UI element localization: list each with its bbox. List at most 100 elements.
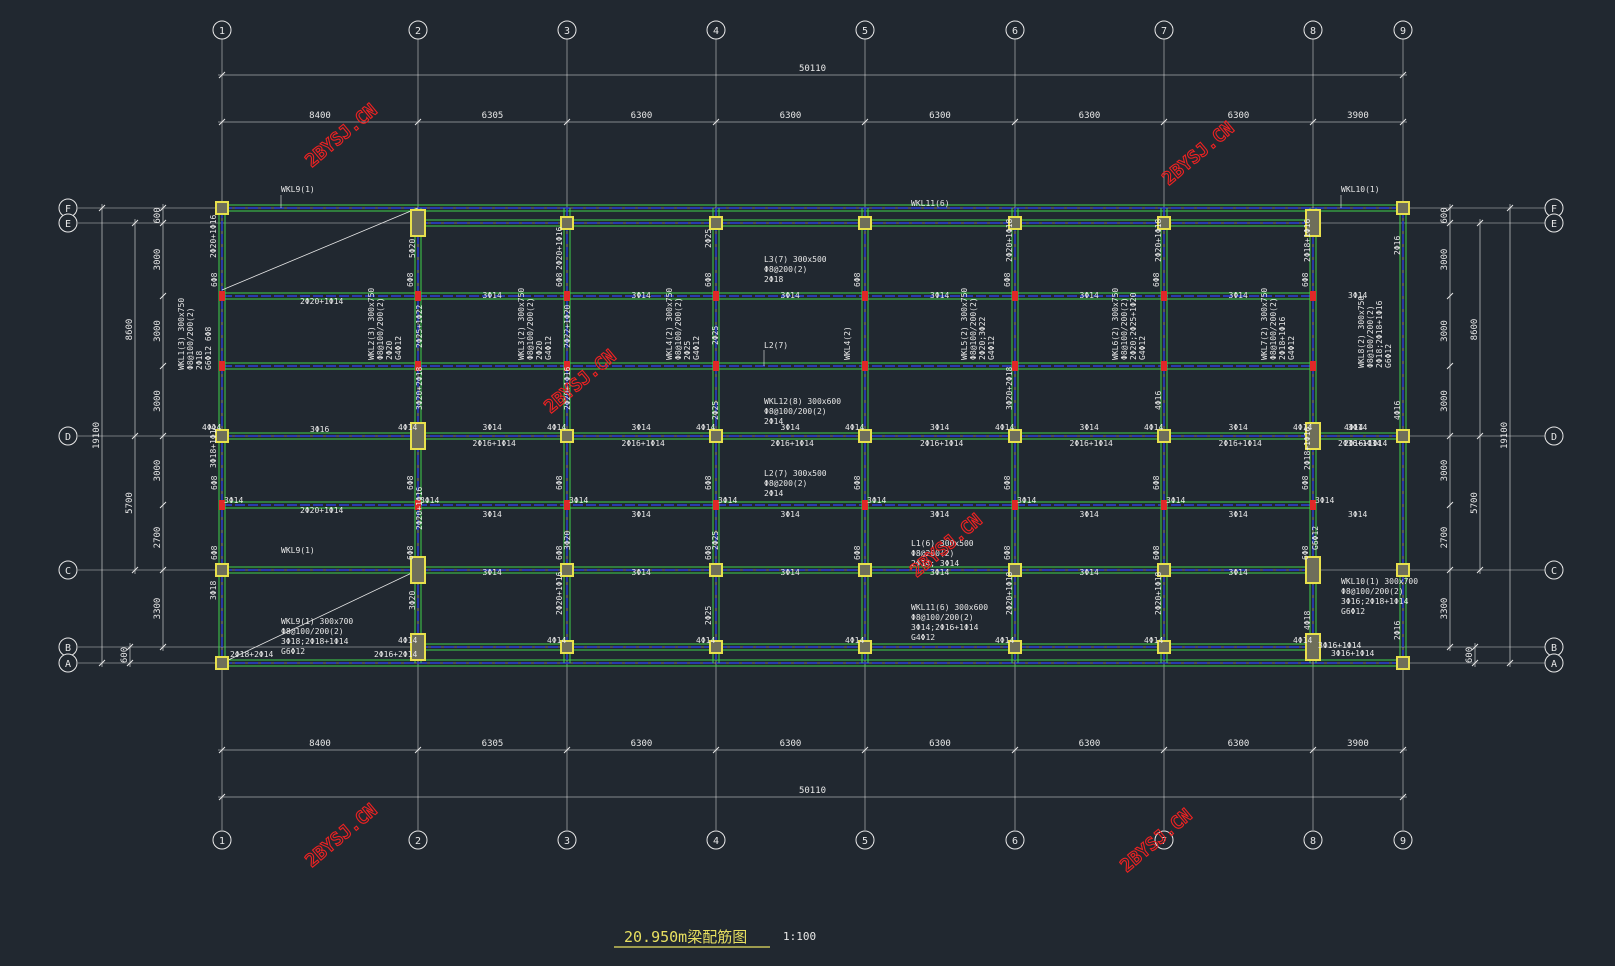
dim-left-a-tick — [159, 432, 167, 440]
rebar-label-vertical: 3Φ20+2Φ18 — [1005, 366, 1014, 410]
beam-label-wkl3: 2Φ20 — [535, 341, 544, 360]
column-5B — [858, 640, 872, 654]
beam-label-wkl5: G4Φ12 — [987, 336, 996, 360]
opening-diagonal — [221, 207, 419, 291]
rebar-label-vertical: 3Φ18 — [209, 581, 218, 600]
rebar-label: 3Φ14 — [569, 496, 588, 505]
grid-bubble-label: A — [1551, 659, 1557, 670]
rebar-stub — [862, 500, 868, 510]
grid-bubble-label: 4 — [713, 836, 719, 847]
rebar-label: 3Φ14 — [632, 423, 651, 432]
beam-label-wkl10-bot: Φ8@100/200(2) — [1341, 587, 1404, 596]
rebar-label: 3Φ14 — [1229, 568, 1248, 577]
column-2D — [410, 422, 426, 450]
grid-bubble-label: 7 — [1161, 836, 1167, 847]
dim-right-a-label: 3300 — [1440, 598, 1450, 620]
rebar-label-vertical: 2Φ20+1Φ18 — [1154, 571, 1163, 615]
rebar-label-vertical: 6Φ8 — [704, 545, 713, 560]
grid-bubble-9 — [1393, 20, 1413, 40]
rebar-label-vertical: 2Φ25 — [711, 401, 720, 420]
grid-bubble-label: 1 — [219, 26, 225, 37]
column-8E — [1305, 209, 1321, 237]
drawing-title: 20.950m梁配筋图 — [624, 928, 747, 946]
rebar-label: 3Φ14 — [632, 568, 651, 577]
dim-spans-bottom-tick — [218, 746, 226, 754]
grid-bubble-5 — [855, 20, 875, 40]
rebar-stub — [1012, 361, 1018, 371]
rebar-label-vertical: 3Φ20 — [408, 591, 417, 610]
column-2E — [410, 209, 426, 237]
beam-label-l3: Φ8@200(2) — [764, 265, 807, 274]
grid-bubble-E — [1544, 213, 1564, 233]
dim-total-top-label: 50110 — [799, 64, 826, 74]
column-1C — [215, 563, 229, 577]
rebar-label-vertical: 2Φ25 — [711, 531, 720, 550]
dim-spans-bottom-label: 6305 — [482, 739, 504, 749]
grid-bubble-label: F — [1551, 204, 1557, 215]
column-6D — [1008, 429, 1022, 443]
rebar-label-vertical: 3Φ20 — [563, 531, 572, 550]
dim-left-a-tick — [159, 219, 167, 227]
dim-left-a-tick — [159, 292, 167, 300]
column-4C — [709, 563, 723, 577]
dim-left-a-label: 3000 — [153, 320, 163, 342]
rebar-label: 3Φ14 — [1166, 496, 1185, 505]
rebar-label-vertical: 3Φ20+2Φ18 — [415, 366, 424, 410]
dim-right-a-tick — [1446, 362, 1454, 370]
rebar-label-vertical: 6Φ8 — [704, 475, 713, 490]
dim-right-b-label: 5700 — [1470, 492, 1480, 514]
rebar-label: 4Φ14 — [845, 636, 864, 645]
rebar-label: 4Φ14 — [696, 423, 715, 432]
column-9C — [1396, 563, 1410, 577]
grid-bubble-label: D — [1551, 432, 1557, 443]
grid-bubble-8 — [1303, 20, 1323, 40]
rebar-label-vertical: 2Φ20+1Φ16 — [555, 226, 564, 270]
rebar-label: 3Φ14 — [1229, 423, 1248, 432]
dim-right-a-tick — [1446, 292, 1454, 300]
rebar-label: 4Φ14 — [547, 423, 566, 432]
rebar-label: 3Φ14 — [1229, 291, 1248, 300]
dim-spans-top-label: 6300 — [1079, 111, 1101, 121]
opening-diagonal — [221, 569, 419, 664]
grid-bubble-label: 8 — [1310, 836, 1316, 847]
rebar-label: 4Φ14 — [547, 636, 566, 645]
beam-label-wkl9-mid: WKL9(1) — [281, 546, 315, 555]
dim-spans-bottom-tick — [712, 746, 720, 754]
rebar-label: 2Φ20+1Φ14 — [300, 297, 344, 306]
rebar-label: 3Φ14 — [867, 496, 886, 505]
dim-right-c-label: 600 — [1465, 647, 1475, 663]
rebar-label-vertical: 6Φ8 — [1152, 545, 1161, 560]
beam-label-wkl1: WKL1(3) 300x750 — [177, 298, 186, 370]
dim-right-a-label: 3000 — [1440, 390, 1450, 412]
grid-bubble-label: 3 — [564, 26, 570, 37]
rebar-stub — [713, 361, 719, 371]
grid-bubble-9 — [1393, 830, 1413, 850]
dim-left-a-label: 3000 — [153, 390, 163, 412]
column-3E — [560, 216, 574, 230]
beam-label-wkl4: 2Φ25 — [683, 341, 692, 360]
dim-spans-bottom-tick — [563, 746, 571, 754]
column-3D — [560, 429, 574, 443]
beam-label-wkl2: Φ8@100/200(2) — [376, 297, 385, 360]
dim-spans-bottom-label: 3900 — [1347, 739, 1369, 749]
rebar-label: 3Φ14 — [1080, 423, 1099, 432]
dim-right-a-label: 2700 — [1440, 527, 1450, 549]
dim-spans-bottom-label: 8400 — [309, 739, 331, 749]
rebar-stub — [1310, 361, 1316, 371]
beam-label-wkl11-bot: WKL11(6) 300x600 — [911, 603, 988, 612]
rebar-label: 2Φ16+1Φ14 — [1219, 439, 1263, 448]
rebar-stub — [219, 291, 225, 301]
beam-label-wkl9-bot: G6Φ12 — [281, 647, 305, 656]
rebar-label: 3Φ14 — [483, 568, 502, 577]
rebar-label-vertical: 6Φ8 — [555, 272, 564, 287]
dim-left-c-tick — [126, 659, 134, 667]
rebar-label: 4Φ14 — [1344, 423, 1363, 432]
rebar-label-vertical: 6Φ8 — [1003, 272, 1012, 287]
grid-bubble-label: F — [65, 204, 71, 215]
rebar-label: 3Φ14 — [1080, 291, 1099, 300]
beam-label-wkl4: G4Φ12 — [692, 336, 701, 360]
beam-label-wkl8: 2Φ18;2Φ18+1Φ16 — [1375, 300, 1384, 368]
beam-label-l3: L3(7) 300x500 — [764, 255, 827, 264]
